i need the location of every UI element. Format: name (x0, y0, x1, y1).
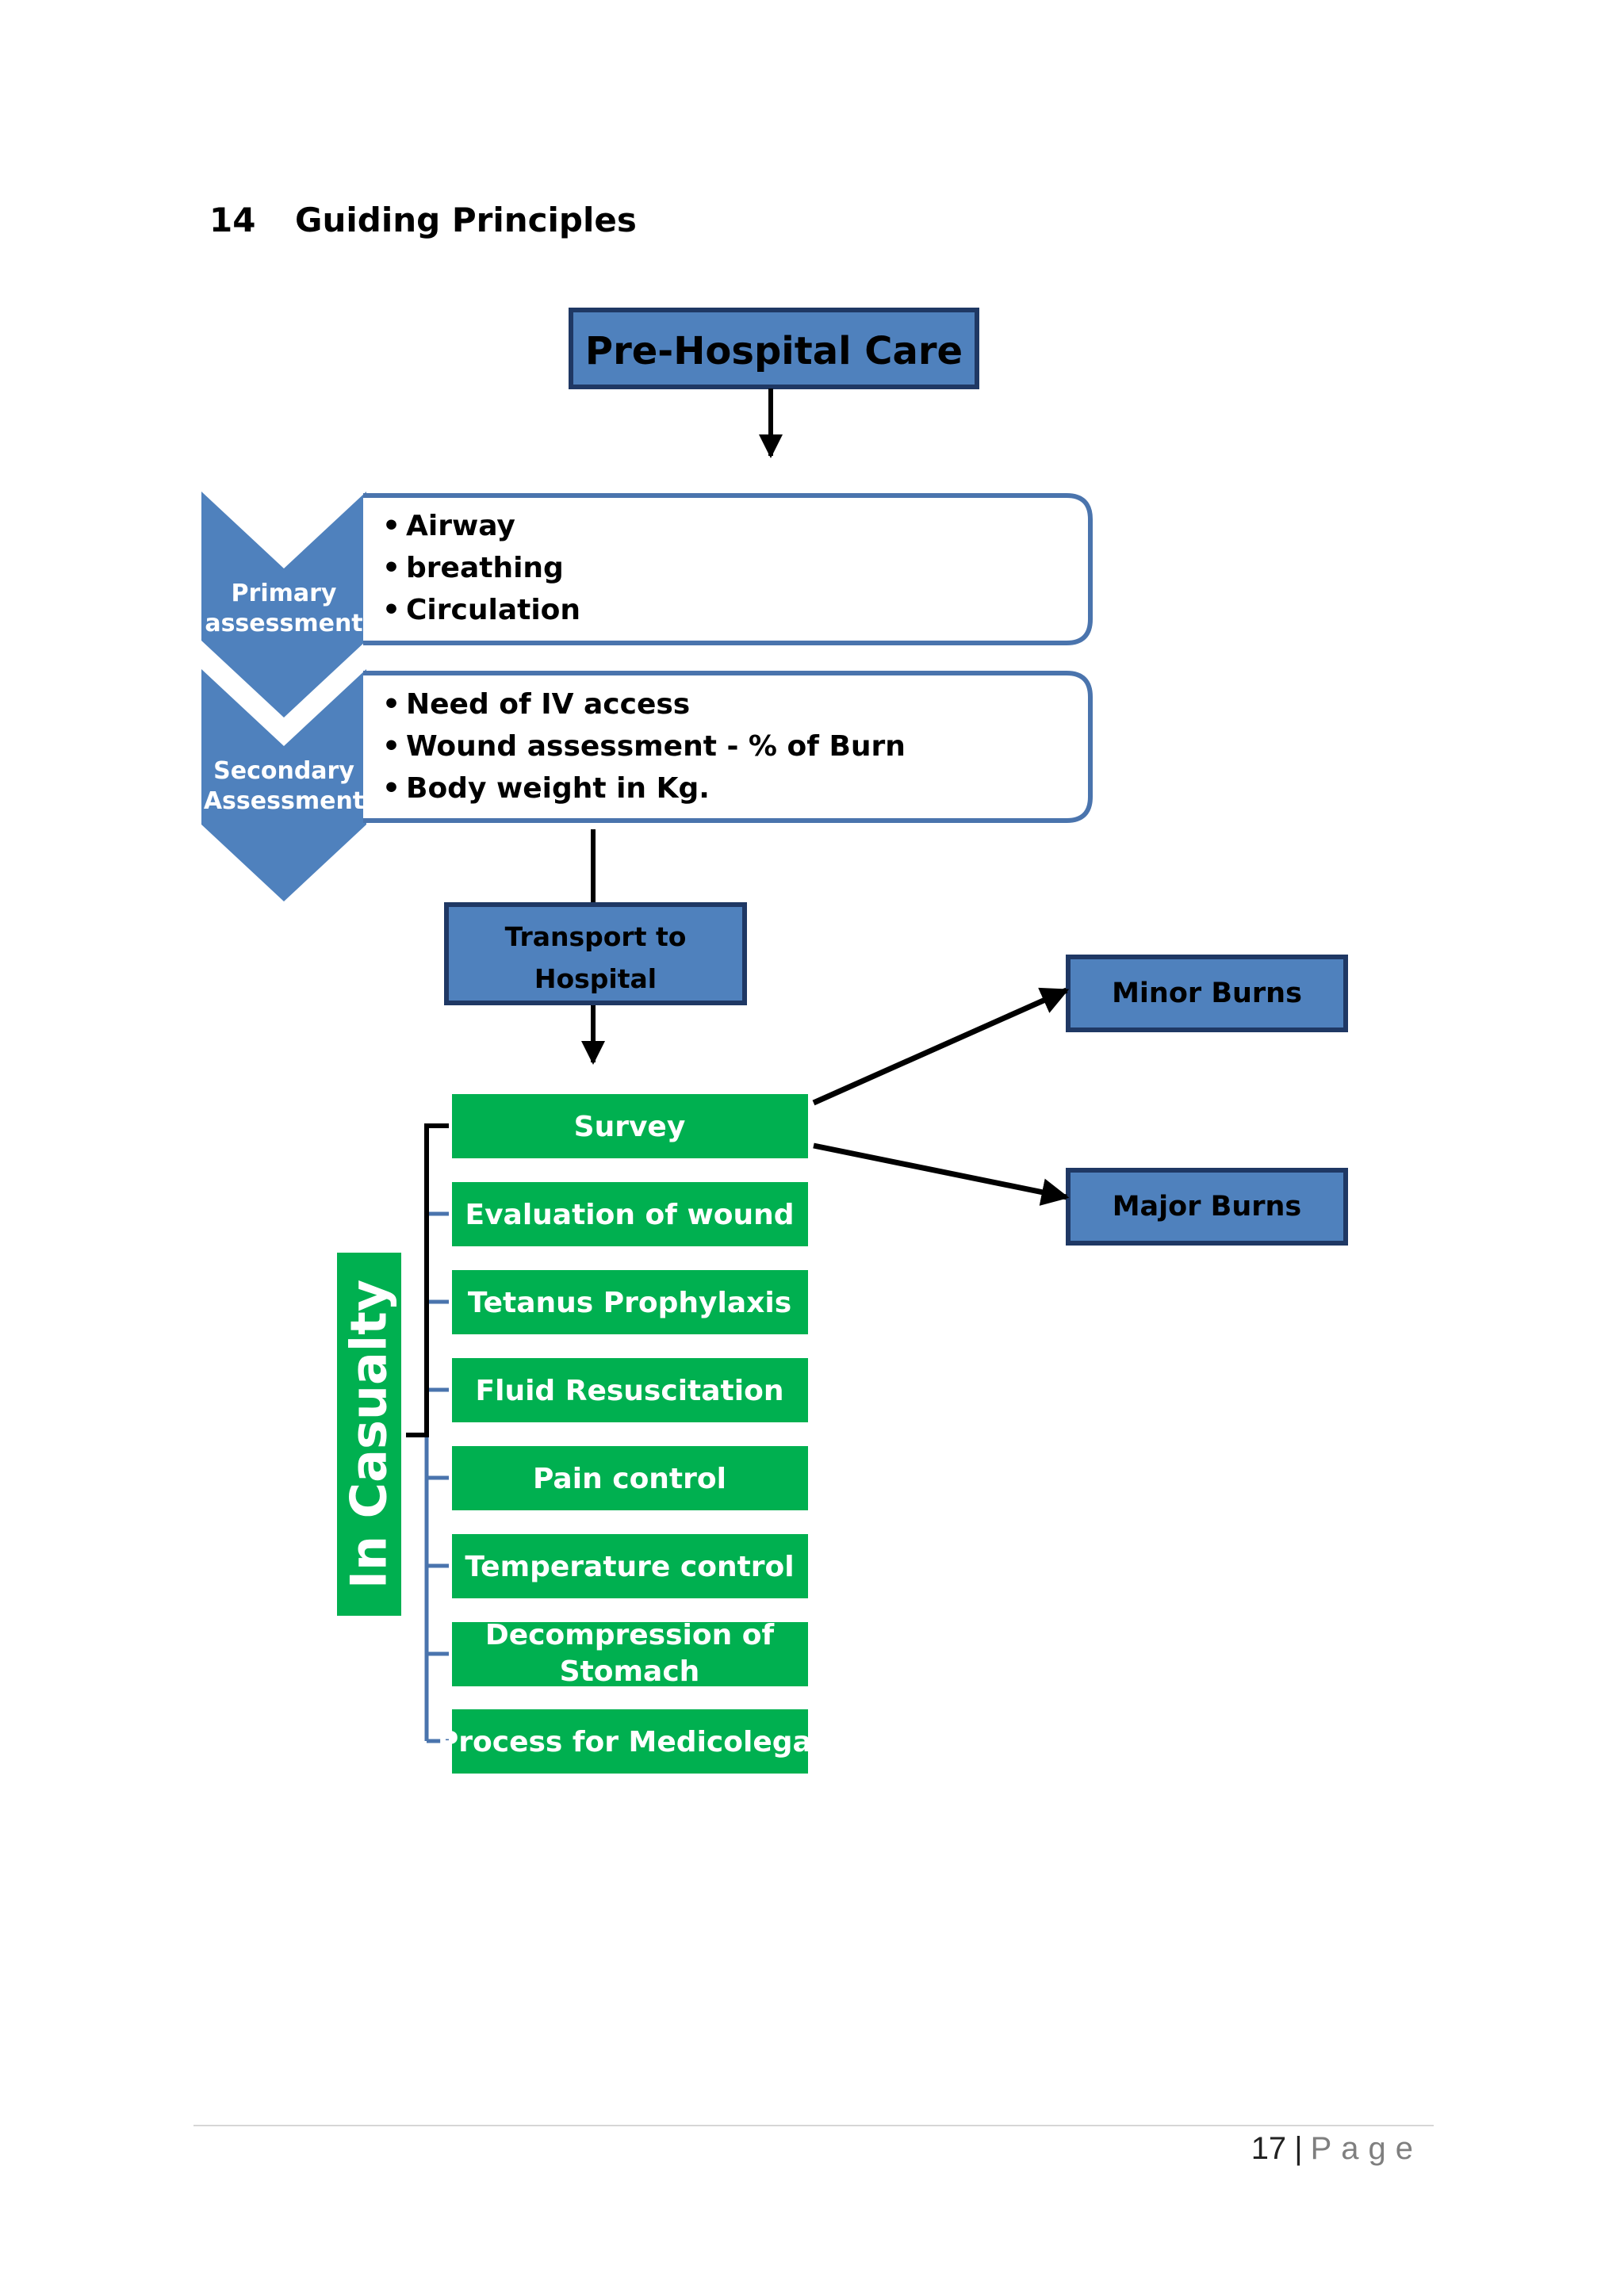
primary-assessment-chevron: Primary assessment (201, 492, 366, 718)
secondary-assessment-box: • Need of IV access • Wound assessment -… (363, 671, 1093, 823)
primary-assessment-box: • Airway • breathing • Circulation (363, 493, 1093, 645)
primary-item-bullet: • (382, 594, 400, 626)
secondary-item-bullet: • (382, 688, 400, 721)
footer-divider (193, 2125, 1434, 2126)
section-number: 14 (209, 201, 255, 239)
casualty-step-tetanus-prophylaxis: Tetanus Prophylaxis (452, 1270, 808, 1334)
casualty-step-survey: Survey (452, 1094, 808, 1158)
major-burns-node: Major Burns (1066, 1168, 1348, 1246)
casualty-step-label: Temperature control (465, 1551, 794, 1583)
secondary-item-wound-assessment: Wound assessment - % of Burn (406, 730, 906, 763)
secondary-item-iv-access: Need of IV access (406, 688, 690, 721)
pre-hospital-care-node: Pre-Hospital Care (569, 308, 979, 389)
survey-to-minor-arrow (812, 987, 1070, 1106)
secondary-item-bullet: • (382, 772, 400, 805)
casualty-step-process-for-medicolegal: Process for Medicolegal (438, 1709, 822, 1774)
survey-to-major-arrow (813, 1142, 1070, 1206)
casualty-step-temperature-control: Temperature control (452, 1534, 808, 1598)
casualty-step-label: Survey (574, 1111, 686, 1143)
secondary-item-body-weight: Body weight in Kg. (406, 772, 710, 805)
secondary-assessment-label-line2: Assessment (204, 787, 364, 815)
page-separator: | (1294, 2131, 1303, 2166)
casualty-step-label: Fluid Resuscitation (476, 1375, 784, 1407)
casualty-tree-connectors (406, 1123, 449, 1743)
minor-burns-label: Minor Burns (1112, 978, 1302, 1009)
transport-label-line2: Hospital (534, 963, 657, 994)
primary-assessment-label-line1: Primary (232, 580, 337, 607)
in-casualty-label: In Casualty (340, 1280, 398, 1589)
casualty-step-label: Evaluation of wound (465, 1199, 794, 1231)
casualty-step-label: Decompression of (485, 1619, 775, 1651)
casualty-step-decompression-of-stomach: Decompression of Stomach (452, 1619, 808, 1688)
primary-item-bullet: • (382, 510, 400, 542)
major-burns-label: Major Burns (1113, 1191, 1302, 1223)
casualty-step-label: Tetanus Prophylaxis (468, 1287, 791, 1319)
casualty-step-label: Stomach (560, 1655, 700, 1688)
casualty-step-evaluation-of-wound: Evaluation of wound (452, 1182, 808, 1246)
in-casualty-label-box: In Casualty (337, 1253, 401, 1616)
casualty-step-pain-control: Pain control (452, 1446, 808, 1510)
primary-item-breathing: breathing (406, 552, 564, 584)
page-number: 17 (1251, 2131, 1287, 2166)
minor-burns-node: Minor Burns (1066, 955, 1348, 1032)
page-footer: 17|Page (1251, 2131, 1423, 2167)
casualty-step-fluid-resuscitation: Fluid Resuscitation (452, 1358, 808, 1422)
transport-label-line1: Transport to (505, 921, 687, 952)
primary-assessment-label-line2: assessment (205, 610, 362, 637)
primary-item-bullet: • (382, 552, 400, 584)
secondary-assessment-chevron: Secondary Assessment (201, 669, 366, 901)
pre-hospital-care-label: Pre-Hospital Care (585, 329, 963, 373)
page-word: Page (1310, 2131, 1423, 2166)
casualty-step-label: Pain control (533, 1463, 726, 1495)
primary-item-circulation: Circulation (406, 594, 580, 626)
secondary-assessment-label-line1: Secondary (213, 757, 354, 785)
secondary-item-bullet: • (382, 730, 400, 763)
section-title: Guiding Principles (295, 201, 637, 239)
primary-item-airway: Airway (406, 510, 515, 542)
transport-to-hospital-node: Transport to Hospital (444, 902, 747, 1005)
casualty-step-label: Process for Medicolegal (438, 1726, 822, 1758)
